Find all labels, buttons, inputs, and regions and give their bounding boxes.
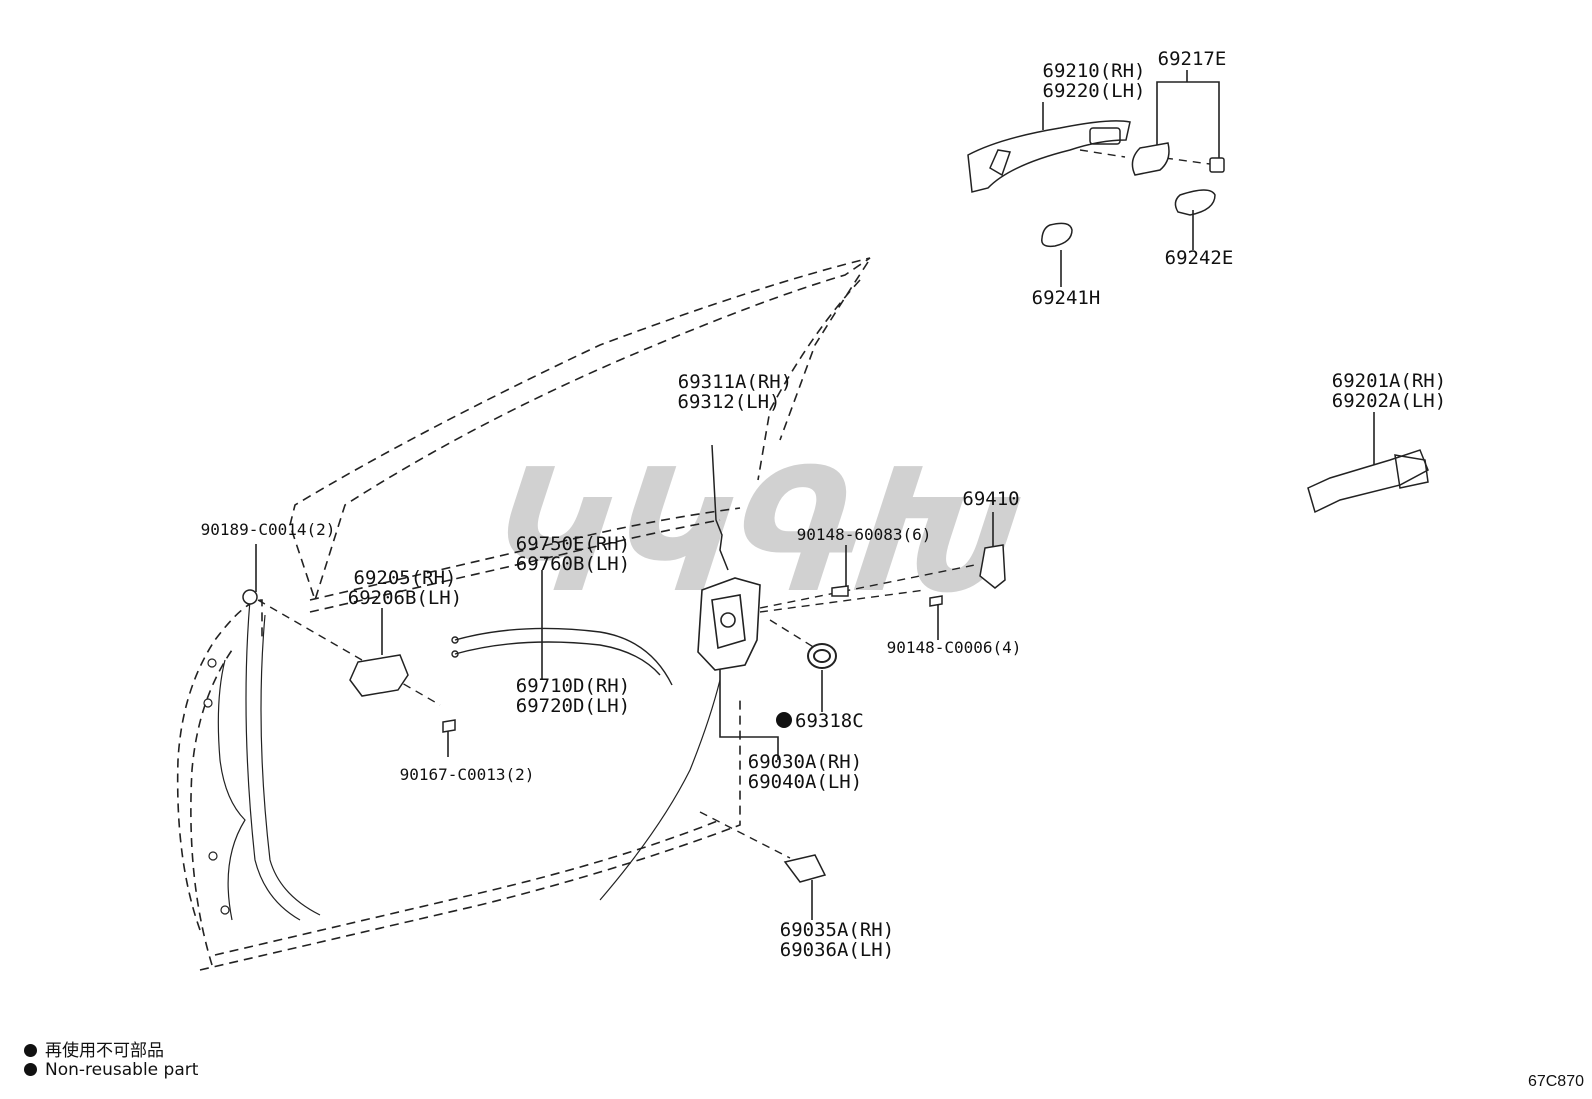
part-label: 69318C [795, 710, 864, 732]
lock-cover-part [783, 854, 827, 883]
part-label: 69750E(RH) [516, 533, 630, 555]
part-label: 90148-C0006(4) [887, 638, 1022, 657]
non-reusable-marker [776, 712, 792, 728]
part-label: 69242E [1165, 247, 1234, 269]
part-label: 69312(LH) [678, 391, 781, 413]
part-label: 69217E [1158, 48, 1227, 70]
part-label: 90167-C0013(2) [400, 765, 535, 784]
door-lock-part [697, 577, 761, 671]
door-outline [176, 257, 871, 971]
part-label: 69036A(LH) [780, 939, 894, 961]
seal-ring-part [807, 643, 837, 669]
striker-part [979, 544, 1006, 589]
legend-text-jp: 再使用不可部品 [45, 1041, 164, 1061]
part-label: 69030A(RH) [748, 751, 862, 773]
part-label: 69205(RH) [354, 567, 457, 589]
diagram-code: 67C870 [1527, 1073, 1584, 1090]
handle-frame-part [1307, 449, 1429, 514]
part-label: 69206B(LH) [348, 587, 462, 609]
lock-rod-part [711, 444, 729, 571]
inside-handle-part [349, 654, 409, 697]
part-label: 69720D(LH) [516, 695, 630, 717]
cable-part [451, 627, 673, 686]
part-label: 69311A(RH) [678, 371, 792, 393]
part-label: 90148-60083(6) [797, 525, 932, 544]
part-label: 69220(LH) [1043, 80, 1146, 102]
part-label: 69210(RH) [1043, 60, 1146, 82]
legend-text-en: Non-reusable part [45, 1060, 199, 1080]
part-label: 69410 [962, 488, 1019, 510]
part-label: 69201A(RH) [1332, 370, 1446, 392]
bullet-icon [24, 1063, 37, 1076]
leader-lines-dashed [257, 149, 1211, 859]
outside-handle-part [967, 120, 1131, 193]
door-inner-panel [203, 599, 721, 921]
part-label: 69202A(LH) [1332, 390, 1446, 412]
part-labels: 69210(RH) 69220(LH) 69217E 69242E 69241H… [201, 48, 1447, 961]
part-label: 69241H [1032, 287, 1101, 309]
part-label: 69760B(LH) [516, 553, 630, 575]
handle-gasket-part [1041, 189, 1216, 248]
bullet-icon [24, 1044, 37, 1057]
part-label: 69710D(RH) [516, 675, 630, 697]
part-label: 69035A(RH) [780, 919, 894, 941]
legend-en: Non-reusable part [24, 1060, 198, 1080]
part-label: 90189-C0014(2) [201, 520, 336, 539]
fastener-parts [242, 585, 943, 733]
handle-cap-part [1131, 142, 1225, 176]
part-label: 69040A(LH) [748, 771, 862, 793]
legend-jp: 再使用不可部品 [24, 1036, 164, 1061]
